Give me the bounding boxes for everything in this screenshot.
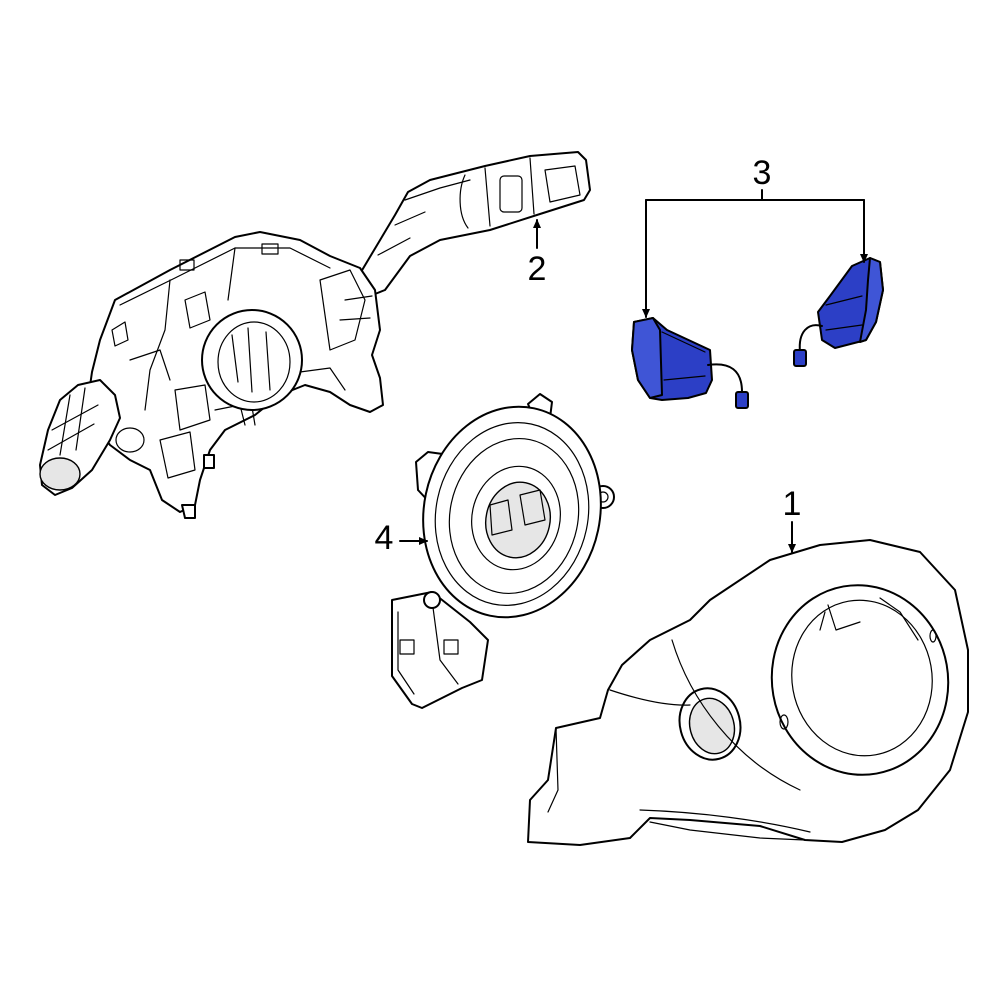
combination-switch-assembly: [39, 151, 591, 519]
steering-wheel-switch-right: [793, 257, 884, 367]
switch-face-right: [859, 257, 884, 343]
callout-4-group: 4: [375, 519, 428, 557]
callout-3-group: 3: [642, 154, 868, 318]
clock-spring: [391, 393, 615, 709]
callout-2-group: 2: [528, 219, 547, 288]
callout-2: 2: [528, 250, 547, 288]
column-cover: [527, 539, 969, 846]
callout-4: 4: [375, 519, 394, 557]
callout-1: 1: [783, 485, 802, 523]
switch-connector-right: [793, 349, 807, 367]
callout-1-group: 1: [783, 485, 802, 553]
switch-connector-left: [735, 391, 749, 409]
steering-wheel-switch-left: [631, 317, 749, 409]
callout-3: 3: [753, 154, 772, 192]
switch-face-left: [631, 317, 663, 399]
